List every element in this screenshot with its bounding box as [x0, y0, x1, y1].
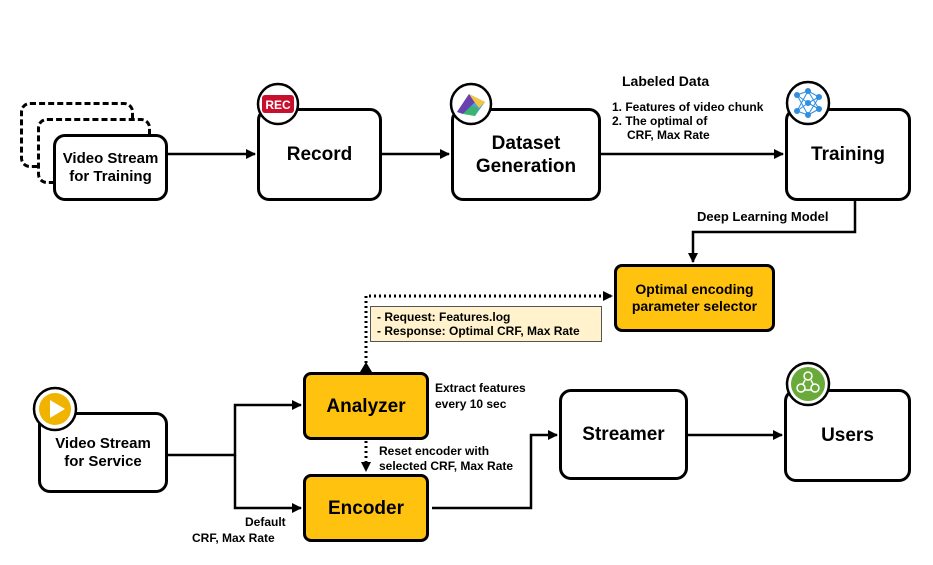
arrow-training-to-selector [688, 200, 857, 263]
labeled-data-item-2: 2. The optimal of [612, 114, 708, 128]
dotted-arrow-head-up [360, 362, 372, 372]
default-params-line2: CRF, Max Rate [192, 531, 275, 545]
optimal-selector-line1: Optimal encoding [635, 281, 754, 297]
rec-icon: REC [256, 82, 300, 126]
video-stream-training-line1: Video Stream [62, 149, 159, 167]
dataset-generation-line1: Dataset [491, 132, 561, 154]
reset-encoder-line1: Reset encoder with [379, 444, 490, 458]
dataset-chart-icon [449, 82, 493, 126]
request-line: - Request: Features.log [377, 310, 511, 324]
extract-features-line2: every 10 sec [435, 397, 507, 411]
training-label: Training [811, 144, 885, 165]
rec-badge-text: REC [265, 98, 291, 112]
video-stream-training-node[interactable]: Video Stream for Training [53, 134, 168, 201]
optimal-selector-node[interactable]: Optimal encoding parameter selector [614, 264, 775, 332]
users-icon [785, 361, 831, 407]
users-label: Users [821, 425, 874, 446]
record-label: Record [286, 144, 353, 165]
default-params-line1: Default [245, 515, 286, 529]
labeled-data-item-3: CRF, Max Rate [627, 128, 710, 142]
request-response-note: - Request: Features.log - Response: Opti… [370, 306, 602, 342]
play-icon [32, 386, 78, 432]
deep-learning-model-label: Deep Learning Model [697, 209, 829, 224]
dotted-arrow-analyzer-selector [364, 291, 613, 368]
users-node[interactable]: Users [784, 389, 911, 482]
arrow-service-split [168, 400, 302, 457]
arrow-service-to-encoder [233, 455, 302, 513]
neural-network-icon [785, 80, 831, 126]
encoder-label: Encoder [327, 497, 405, 519]
video-stream-service-line1: Video Stream [55, 434, 151, 452]
extract-features-line1: Extract features [435, 381, 526, 395]
arrow-encoder-to-streamer [432, 430, 558, 510]
analyzer-label: Analyzer [326, 395, 406, 417]
streamer-node[interactable]: Streamer [559, 389, 688, 480]
labeled-data-title: Labeled Data [622, 73, 710, 89]
response-line: - Response: Optimal CRF, Max Rate [377, 324, 580, 338]
dataset-generation-line2: Generation [475, 155, 577, 177]
optimal-selector-line2: parameter selector [631, 298, 758, 314]
reset-encoder-line2: selected CRF, Max Rate [379, 459, 514, 473]
video-stream-training-line2: for Training [69, 167, 152, 185]
analyzer-node[interactable]: Analyzer [303, 372, 429, 440]
streamer-label: Streamer [582, 424, 665, 445]
encoder-node[interactable]: Encoder [303, 474, 429, 542]
labeled-data-item-1: 1. Features of video chunk [612, 100, 764, 114]
video-stream-service-line2: for Service [64, 452, 142, 470]
